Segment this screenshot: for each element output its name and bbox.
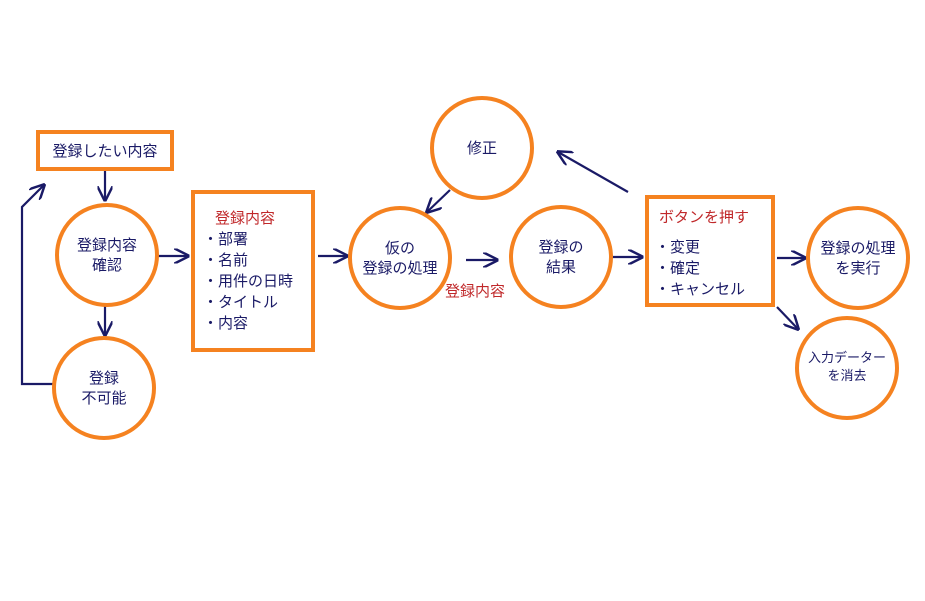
button-item: 確定 [655,258,771,279]
content-item: 内容 [203,313,311,334]
temp-line1: 仮の [384,239,415,257]
confirm-node: 登録内容 確認 [55,203,159,307]
fix-node: 修正 [430,96,534,200]
content-item: 名前 [203,250,311,271]
erase-node: 入力データー を消去 [795,316,899,420]
arrow-fix-to-temp [427,189,451,212]
arrow-buttons-to-erase [776,306,798,329]
arrow-loop-back [20,185,55,386]
button-item: 変更 [655,237,771,258]
not-possible-node: 登録 不可能 [52,336,156,440]
buttons-box-title: ボタンを押す [659,208,750,226]
content-box-items: 部署 名前 用件の日時 タイトル 内容 [203,229,311,334]
confirm-line2: 確認 [91,256,122,274]
temp-content-label: 登録内容 [445,282,506,300]
buttons-box: ボタンを押す 変更 確定 キャンセル [645,195,775,307]
execute-node: 登録の処理 を実行 [806,206,910,310]
execute-line1: 登録の処理 [820,239,896,257]
result-node: 登録の 結果 [509,205,613,309]
temp-register-node: 仮の 登録の処理 [348,206,452,310]
fix-label: 修正 [466,139,497,157]
content-box-title: 登録内容 [215,209,276,227]
erase-line2: を消去 [827,369,867,384]
confirm-line1: 登録内容 [76,236,137,254]
register-wish-box: 登録したい内容 [36,130,174,171]
register-wish-label: 登録したい内容 [52,142,158,160]
result-line1: 登録の [538,238,584,256]
result-line2: 結果 [545,258,576,276]
content-item: 部署 [203,229,311,250]
content-item: タイトル [203,292,311,313]
button-item: キャンセル [655,279,771,300]
temp-line2: 登録の処理 [362,259,438,277]
arrow-buttons-to-fix [558,152,629,193]
content-box: 登録内容 部署 名前 用件の日時 タイトル 内容 [191,190,315,352]
not-possible-line1: 登録 [88,369,119,387]
erase-line1: 入力データー [807,351,886,366]
execute-line2: を実行 [835,259,881,277]
not-possible-line2: 不可能 [81,389,127,407]
buttons-box-items: 変更 確定 キャンセル [655,237,771,300]
content-item: 用件の日時 [203,271,311,292]
